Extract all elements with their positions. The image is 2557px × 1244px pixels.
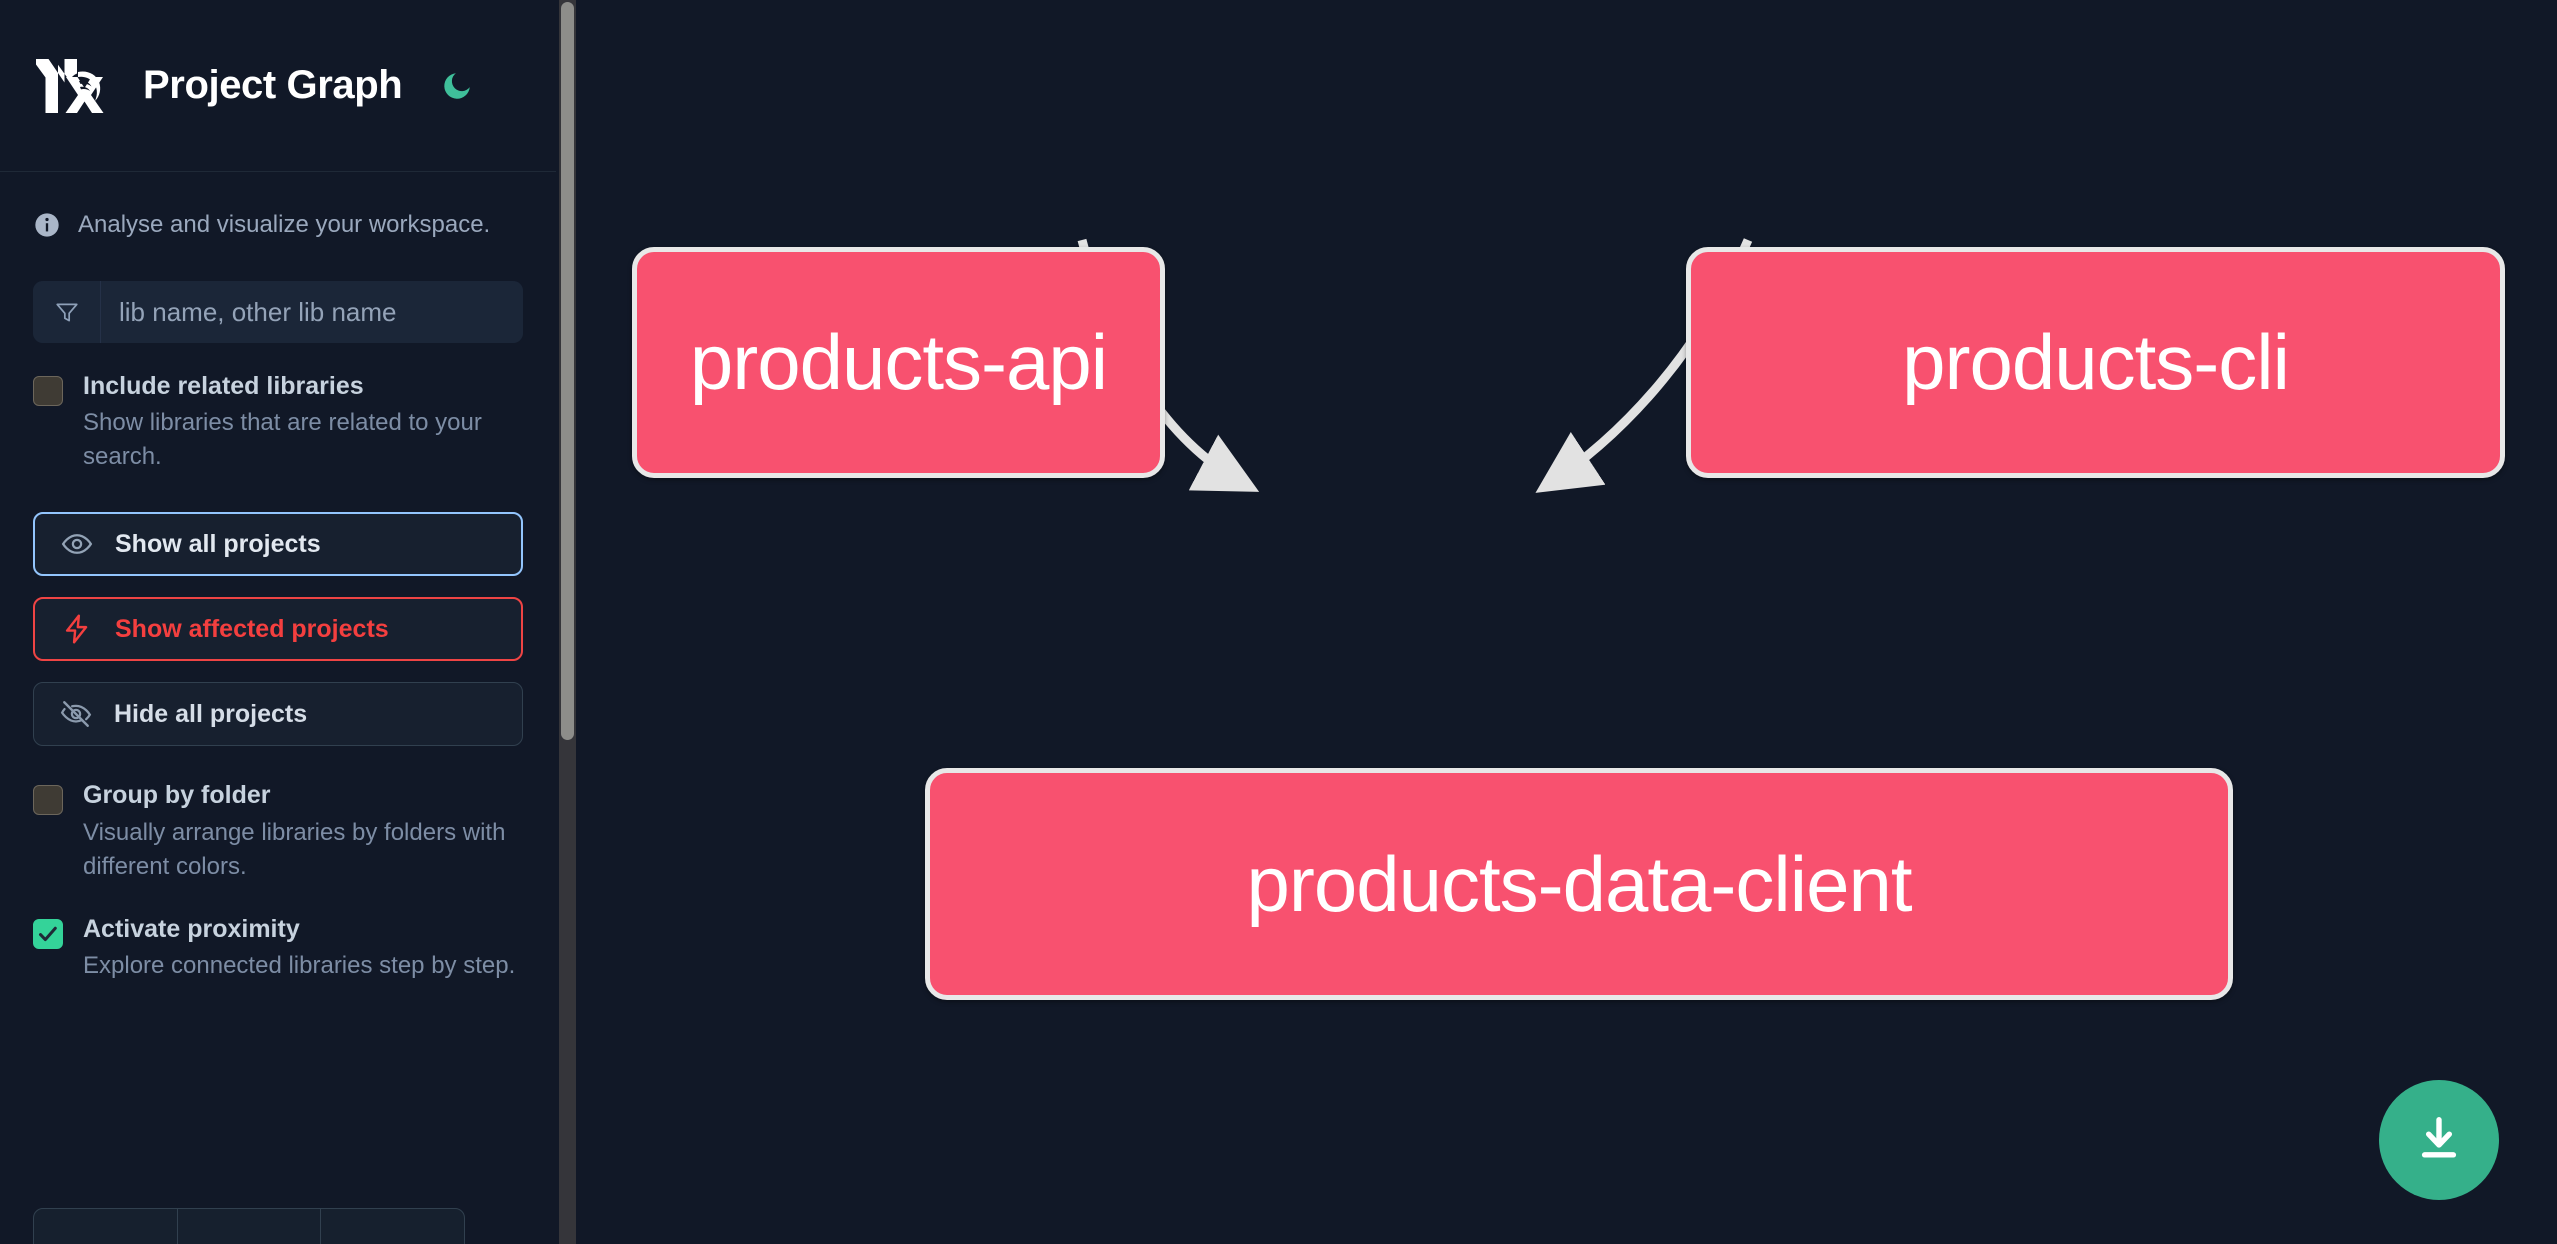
option-activate-proximity[interactable]: Activate proximity Explore connected lib… [0,914,556,983]
graph-node-label: products-data-client [1246,839,1912,928]
option-group-by-folder[interactable]: Group by folder Visually arrange librari… [0,780,556,883]
proximity-step-option[interactable] [321,1209,464,1244]
download-graph-button[interactable] [2379,1080,2499,1200]
sidebar-info-text: Analyse and visualize your workspace. [78,211,491,238]
search-container [0,281,556,343]
proximity-step-option[interactable] [178,1209,322,1244]
sidebar-header: Project Graph [0,0,556,172]
search-input[interactable] [101,281,523,343]
option-include-related-libraries[interactable]: Include related libraries Show libraries… [0,371,556,474]
checkbox-group-by-folder[interactable] [33,785,63,816]
download-icon [2421,1117,2457,1158]
show-affected-projects-button[interactable]: Show affected projects [33,597,523,662]
graph-node-products-data-client[interactable]: products-data-client [925,768,2233,1000]
graph-node-products-api[interactable]: products-api [632,247,1165,478]
proximity-step-control[interactable] [33,1208,465,1244]
eye-icon [61,528,93,560]
button-label: Show all projects [115,529,321,558]
eye-off-icon [60,698,92,730]
checkbox-activate-proximity[interactable] [33,918,63,949]
page-title: Project Graph [143,63,403,107]
option-label: Group by folder [83,781,271,810]
graph-node-label: products-cli [1902,318,2290,406]
sidebar-scrollbar-track[interactable] [559,0,576,1244]
graph-node-products-cli[interactable]: products-cli [1686,247,2505,478]
nx-logo-icon [33,55,113,117]
button-label: Hide all projects [114,699,308,728]
sidebar-info: Analyse and visualize your workspace. [0,193,556,257]
search-box[interactable] [33,281,523,343]
graph-node-label: products-api [689,318,1108,406]
option-description: Visually arrange libraries by folders wi… [83,818,506,880]
option-description: Explore connected libraries step by step… [83,952,516,980]
graph-edges-layer [1077,238,1753,493]
graph-canvas[interactable]: products-api products-cli products-data-… [576,0,2557,1244]
moon-icon[interactable] [436,65,478,107]
show-all-projects-button[interactable]: Show all projects [33,512,523,577]
lightning-icon [61,613,93,645]
info-icon [33,211,61,239]
hide-all-projects-button[interactable]: Hide all projects [33,682,523,747]
option-label: Activate proximity [83,914,300,943]
option-label: Include related libraries [83,372,364,400]
button-label: Show affected projects [115,614,389,643]
proximity-step-option[interactable] [34,1209,178,1244]
filter-funnel-icon[interactable] [33,281,101,343]
sidebar-scrollbar-thumb[interactable] [561,2,574,740]
checkbox-include-related-libraries[interactable] [33,376,63,406]
check-icon [39,926,57,941]
sidebar: Project Graph Analyse and visualize yo [0,0,576,1244]
sidebar-action-buttons: Show all projects Show affected projects [0,512,556,747]
option-description: Show libraries that are related to your … [83,409,482,471]
